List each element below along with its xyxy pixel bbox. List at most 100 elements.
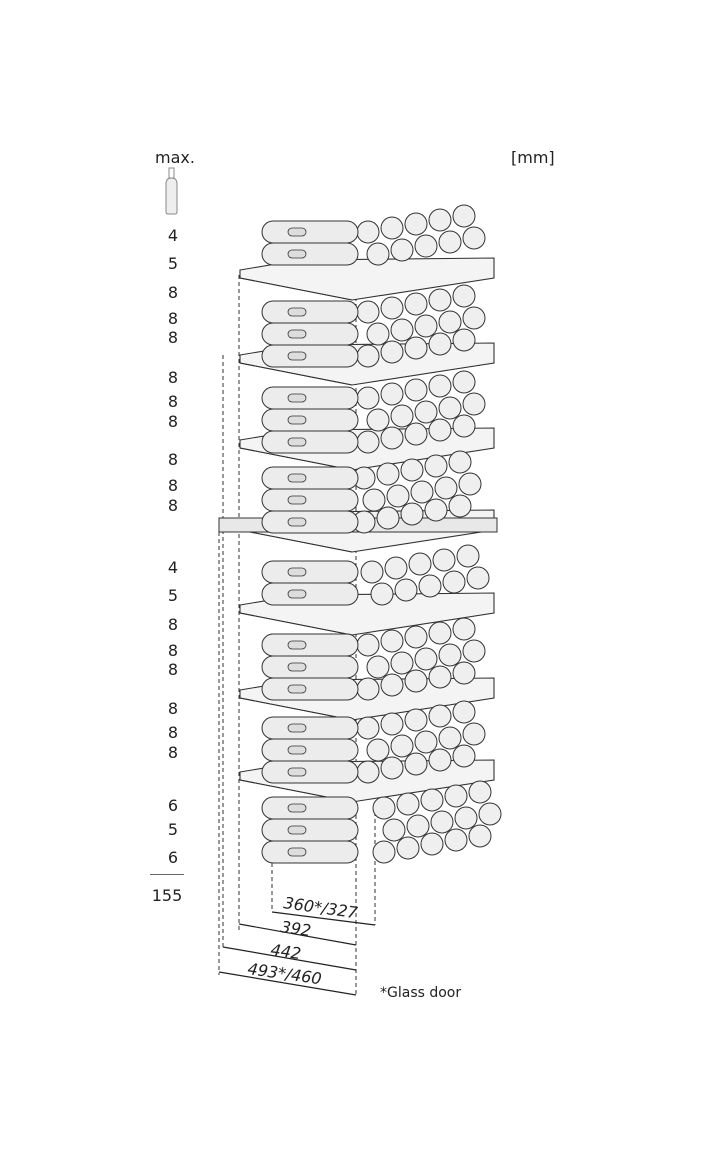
shelf-count: 6	[167, 796, 179, 815]
shelf-edge	[239, 612, 353, 636]
bottle-neck	[287, 351, 307, 361]
bottle-base	[456, 544, 480, 568]
shelf	[239, 427, 495, 471]
bottle-base	[356, 386, 380, 410]
bottle-neck	[287, 517, 307, 527]
bottle-side	[261, 633, 359, 657]
bottle-base	[404, 336, 428, 360]
shelf-count: 8	[167, 450, 179, 469]
shelf-count: 8	[167, 392, 179, 411]
bottle-neck	[287, 415, 307, 425]
bottle-base	[462, 226, 486, 250]
bottle-neck	[287, 307, 307, 317]
bottle-neck	[287, 227, 307, 237]
bottle-side	[261, 510, 359, 534]
bottle-base	[428, 621, 452, 645]
shelf	[239, 759, 495, 803]
bottle-side	[261, 738, 359, 762]
bottle-base	[356, 344, 380, 368]
bottle-base	[428, 374, 452, 398]
divider-shelf	[218, 517, 498, 533]
bottle-base	[410, 480, 434, 504]
bottle-base	[452, 370, 476, 394]
shelf-count: 8	[167, 641, 179, 660]
bottle-base	[432, 548, 456, 572]
dimension-d3: 442	[269, 940, 302, 963]
bottle-base	[404, 708, 428, 732]
bottle-side	[261, 840, 359, 864]
bottle-base	[400, 502, 424, 526]
bottle-base	[386, 484, 410, 508]
total-divider	[150, 874, 184, 875]
bottle-base	[462, 722, 486, 746]
shelf-count: 5	[167, 254, 179, 273]
bottle-base	[406, 814, 430, 838]
shelf-count: 5	[167, 586, 179, 605]
dimension-line-d2	[238, 923, 357, 946]
bottle-base	[404, 212, 428, 236]
bottle-base	[462, 306, 486, 330]
shelf-edge	[239, 277, 353, 301]
bottle-base	[380, 673, 404, 697]
bottle-base	[414, 647, 438, 671]
max-label: max.	[155, 148, 195, 167]
bottle-base	[414, 234, 438, 258]
bottle-base	[362, 488, 386, 512]
bottle-base	[352, 510, 376, 534]
bottle-base	[380, 340, 404, 364]
shelf-count: 6	[167, 848, 179, 867]
bottle-base	[396, 836, 420, 860]
bottle-side	[261, 430, 359, 454]
bottle-base	[408, 552, 432, 576]
bottle-base	[438, 643, 462, 667]
bottle-base	[404, 422, 428, 446]
bottle-base	[428, 208, 452, 232]
bottle-base	[360, 560, 384, 584]
bottle-base	[438, 310, 462, 334]
bottle-base	[414, 314, 438, 338]
bottle-side	[261, 818, 359, 842]
bottle-base	[414, 730, 438, 754]
bottle-base	[444, 828, 468, 852]
bottle-base	[390, 238, 414, 262]
shelf-edge	[239, 447, 353, 471]
dimension-line-d1	[271, 911, 376, 926]
bottle-base	[380, 382, 404, 406]
dimension-d2: 392	[279, 917, 312, 940]
dimension-line-d3	[222, 946, 357, 971]
bottle-base	[420, 832, 444, 856]
bottle-base	[390, 734, 414, 758]
bottle-base	[448, 450, 472, 474]
shelf-count: 8	[167, 309, 179, 328]
shelf-count: 8	[167, 496, 179, 515]
bottle-base	[452, 700, 476, 724]
bottle-base	[424, 454, 448, 478]
bottle-base	[452, 204, 476, 228]
bottle-side	[261, 408, 359, 432]
bottle-base	[452, 661, 476, 685]
shelf-edge	[239, 697, 353, 721]
bottle-base	[380, 216, 404, 240]
shelf	[239, 509, 495, 553]
shelf-count: 8	[167, 283, 179, 302]
bottle-base	[438, 726, 462, 750]
bottle-base	[438, 230, 462, 254]
bottle-side	[261, 760, 359, 784]
bottle-base	[372, 796, 396, 820]
bottle-neck	[287, 249, 307, 259]
bottle-base	[394, 578, 418, 602]
shelf-count: 8	[167, 743, 179, 762]
bottle-base	[462, 392, 486, 416]
bottle-base	[442, 570, 466, 594]
bottle-neck	[287, 662, 307, 672]
bottle-base	[356, 716, 380, 740]
shelf-count: 8	[167, 328, 179, 347]
bottle-base	[356, 760, 380, 784]
bottle-base	[366, 655, 390, 679]
bottle-neck	[287, 589, 307, 599]
bottle-base	[404, 292, 428, 316]
shelf-count: 8	[167, 368, 179, 387]
bottle-neck	[287, 767, 307, 777]
bottle-base	[380, 426, 404, 450]
